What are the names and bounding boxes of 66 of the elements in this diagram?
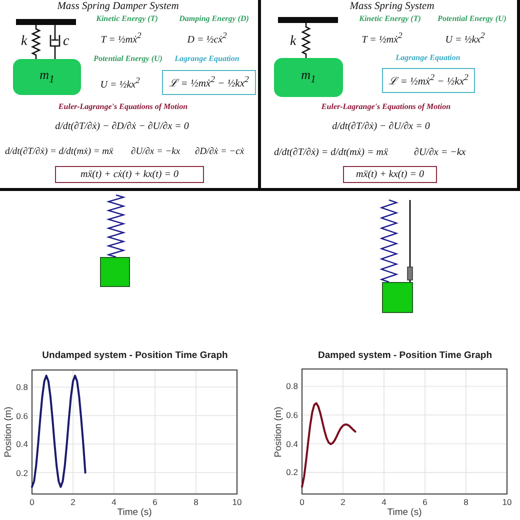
section-heading: Kinetic Energy (T)	[96, 14, 158, 24]
chart-title: Damped system - Position Time Graph	[318, 351, 492, 362]
axis-title: Time (s)	[387, 508, 422, 518]
tick-label: 0.2	[286, 468, 298, 477]
tick-label: 4	[112, 498, 116, 506]
equation-box	[343, 166, 437, 183]
equation: d/dt(∂T/∂ẋ) − ∂D/∂ẋ − ∂U/∂x = 0	[55, 121, 189, 132]
equation: ℒ = ½mẋ$^{2}$ − ½kx$^{2}$	[169, 74, 249, 90]
equation: d/dt(∂T/∂ẋ) = d/dt(mẋ) = mẍ	[274, 147, 388, 158]
tick-label: 4	[382, 498, 386, 506]
mass-label: m$_{1}$	[301, 68, 316, 87]
equation: ℒ = ½mẋ$^{2}$ − ½kx$^{2}$	[388, 72, 468, 88]
panel-title: Mass Spring Damper System	[57, 1, 179, 14]
section-heading: Lagrange Equation	[174, 54, 240, 64]
tick-label: 0.4	[286, 439, 298, 448]
axis-title: Time (s)	[117, 508, 152, 518]
mass-block	[382, 282, 413, 313]
damper-label: c	[63, 34, 70, 50]
tick-label: 0.4	[16, 440, 28, 448]
section-heading: Damping Energy (D)	[179, 14, 249, 24]
equation: d/dt(∂T/∂ẋ) = d/dt(mẋ) = mẍ	[5, 147, 114, 158]
tick-label: 8	[464, 498, 468, 506]
tick-label: 0	[30, 498, 34, 506]
tick-label: 8	[194, 498, 198, 506]
mass-block	[274, 58, 343, 97]
section-heading: Potential Energy (U)	[94, 54, 162, 64]
equation: U = ½kx$^{2}$	[100, 76, 140, 91]
tick-label: 0.6	[286, 410, 298, 420]
equation: ∂U/∂x = −kx	[131, 147, 180, 158]
equation-box	[55, 166, 204, 183]
section-heading: Euler-Lagrange's Equations of Motion	[58, 102, 188, 112]
equation: D = ½cẋ$^{2}$	[187, 31, 227, 46]
axis-title: Position (m)	[274, 406, 284, 457]
equation: U = ½kx$^{2}$	[445, 31, 485, 46]
section-heading: Potential Energy (U)	[438, 14, 506, 24]
tick-label: 6	[422, 498, 428, 506]
mass-block	[100, 257, 130, 287]
axis-title: Position (m)	[4, 406, 14, 458]
chart-title: Undamped system - Position Time Graph	[42, 351, 228, 362]
tick-label: 6	[152, 498, 158, 506]
equation: mẍ(t) + cẋ(t) + kx(t) = 0	[80, 169, 178, 180]
equation: T = ½mẋ$^{2}$	[362, 31, 402, 46]
tick-label: 0.2	[16, 468, 28, 477]
mass-block	[13, 59, 81, 95]
spring-label: k	[21, 34, 28, 50]
tick-label: 0.8	[16, 382, 28, 392]
tick-label: 2	[70, 498, 76, 506]
section-heading: Kinetic Energy (T)	[359, 14, 421, 24]
section-heading: Euler-Lagrange's Equations of Motion	[321, 102, 451, 112]
tick-label: 10	[502, 498, 512, 506]
equation: T = ½mẋ$^{2}$	[100, 31, 142, 46]
tick-label: 10	[232, 498, 242, 506]
equation: d/dt(∂T/∂ẋ) − ∂U/∂x = 0	[332, 121, 430, 132]
tick-label: 0.6	[16, 411, 28, 420]
equation: ∂U/∂x = −kx	[414, 147, 466, 158]
mass-label: m$_{1}$	[40, 68, 54, 86]
equation-box	[382, 68, 475, 93]
tick-label: 0.8	[286, 382, 298, 390]
tick-label: 0	[300, 498, 304, 506]
section-heading: Lagrange Equation	[396, 53, 460, 62]
equation: ∂D/∂ẋ = −cẋ	[195, 147, 244, 158]
tick-label: 2	[340, 498, 346, 506]
panel-title: Mass Spring System	[350, 1, 434, 14]
equation: mẍ(t) + kx(t) = 0	[356, 169, 424, 180]
equation-box	[162, 70, 256, 95]
spring-label: k	[290, 34, 296, 50]
